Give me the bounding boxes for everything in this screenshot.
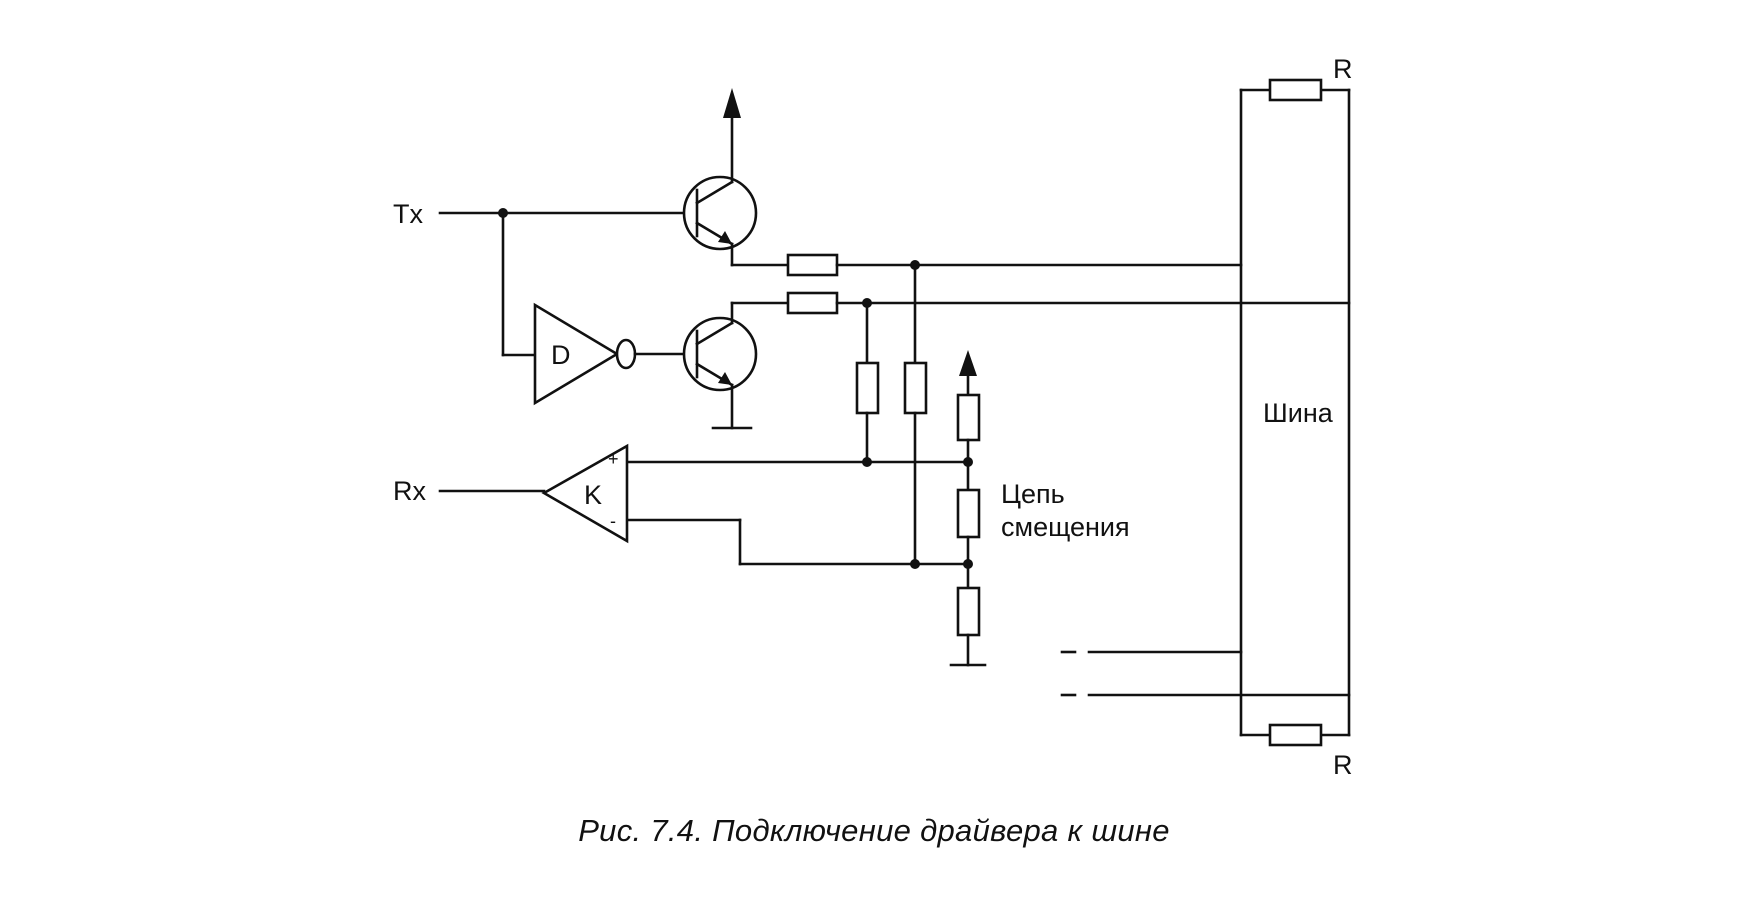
comparator: [541, 443, 629, 544]
bottom-terminator-resistor: [1268, 723, 1323, 747]
tx-input-net: [438, 208, 699, 357]
comparator-label: K: [584, 480, 602, 510]
comparator-plus-label: +: [608, 449, 619, 469]
lower-emitter-arrow: [718, 372, 732, 385]
tx-label: Tx: [393, 199, 423, 229]
plus-net-junction-dot: [862, 457, 872, 467]
bias-bottom-resistor: [956, 586, 981, 637]
upper-series-resistor: [786, 253, 839, 277]
upper-emitter-arrow: [718, 231, 732, 244]
bus: [1060, 78, 1351, 747]
figure-caption: Рис. 7.4. Подключение драйвера к шине: [578, 813, 1170, 848]
bias-middle-resistor: [956, 488, 981, 539]
bottom-terminator-label: R: [1333, 750, 1353, 780]
top-terminator-label: R: [1333, 54, 1353, 84]
comparator-minus-label: -: [610, 511, 616, 531]
top-terminator-resistor: [1268, 78, 1323, 102]
driver-inversion-bubble: [615, 338, 637, 370]
bias-top-resistor: [956, 393, 981, 442]
minus-net-junction-dot: [910, 559, 920, 569]
upper-supply-arrow-icon: [723, 88, 741, 118]
bias-network: [949, 350, 987, 667]
left-pull-resistor: [855, 361, 880, 415]
upper-transistor: [682, 88, 790, 267]
driver-label: D: [551, 340, 571, 370]
pull-resistors: [855, 263, 928, 566]
rx-label: Rx: [393, 476, 426, 506]
lower-transistor: [682, 301, 790, 430]
comparator-nets: [438, 457, 970, 569]
right-pull-resistor: [903, 361, 928, 415]
upper-bus-net: [835, 260, 1243, 270]
tx-junction-dot: [498, 208, 508, 218]
bias-label-line2: смещения: [1001, 512, 1130, 542]
bias-label-line1: Цепь: [1001, 479, 1065, 509]
bus-label: Шина: [1263, 398, 1334, 428]
bias-supply-arrow-icon: [959, 350, 977, 376]
lower-series-resistor: [786, 291, 839, 315]
